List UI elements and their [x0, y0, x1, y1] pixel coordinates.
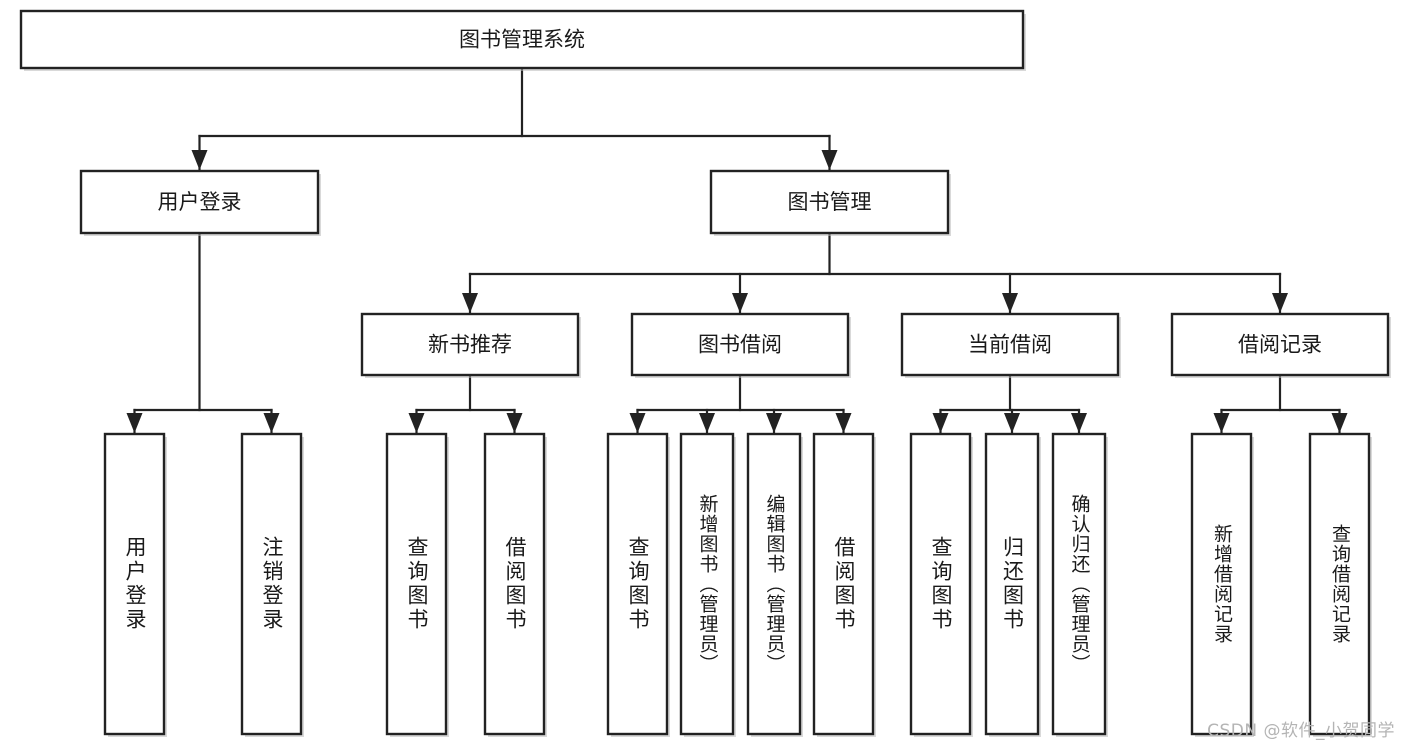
level1-node-0-label: 用户登录: [158, 190, 242, 214]
arrow-head-icon: [699, 413, 715, 433]
level2-node-2-label: 当前借阅: [968, 333, 1052, 357]
arrow-head-icon: [1272, 293, 1288, 313]
level2-node-2[interactable]: [900, 312, 1120, 377]
arrow-head-icon: [1331, 413, 1348, 433]
arrow-head-icon: [1002, 293, 1018, 313]
leaf-node-12[interactable]: [1308, 432, 1371, 736]
arrow-head-icon: [126, 413, 143, 433]
level2-node-1-label: 图书借阅: [698, 333, 782, 357]
leaf-node-2[interactable]: [385, 432, 448, 736]
leaf-node-1[interactable]: [240, 432, 303, 736]
level2-node-0[interactable]: [360, 312, 580, 377]
arrow-head-icon: [629, 413, 646, 433]
leaf-node-10[interactable]: [1051, 432, 1107, 736]
leaf-node-7[interactable]: [812, 432, 875, 736]
arrow-head-icon: [1071, 413, 1087, 433]
leaf-node-11[interactable]: [1190, 432, 1253, 736]
level2-node-1[interactable]: [630, 312, 850, 377]
level2-node-3-label: 借阅记录: [1238, 333, 1322, 357]
level1-node-0[interactable]: [79, 169, 320, 235]
arrow-head-icon: [835, 413, 852, 433]
leaf-node-5[interactable]: [679, 432, 735, 736]
level1-node-1-label: 图书管理: [788, 190, 872, 214]
level2-node-0-label: 新书推荐: [428, 333, 512, 357]
root-node-label: 图书管理系统: [459, 28, 585, 52]
arrow-head-icon: [408, 413, 425, 433]
root-node[interactable]: [19, 9, 1025, 70]
leaf-node-0[interactable]: [103, 432, 166, 736]
arrow-head-icon: [191, 150, 208, 170]
arrow-head-icon: [506, 413, 523, 433]
arrow-head-icon: [1004, 413, 1020, 433]
leaf-node-9[interactable]: [984, 432, 1040, 736]
leaf-node-4[interactable]: [606, 432, 669, 736]
arrow-head-icon: [766, 413, 782, 433]
leaf-node-8[interactable]: [909, 432, 972, 736]
arrow-head-icon: [263, 413, 280, 433]
level2-node-3[interactable]: [1170, 312, 1390, 377]
arrow-head-icon: [462, 293, 478, 313]
arrow-head-icon: [1213, 413, 1230, 433]
watermark-text: CSDN @软件_小贺同学: [1207, 721, 1395, 741]
connector-layer: [126, 66, 1348, 434]
level1-node-1[interactable]: [709, 169, 950, 235]
leaf-node-6[interactable]: [746, 432, 802, 736]
arrow-head-icon: [732, 293, 748, 313]
arrow-head-icon: [932, 413, 949, 433]
arrow-head-icon: [821, 150, 838, 170]
leaf-node-3[interactable]: [483, 432, 546, 736]
node-box-layer: [19, 9, 1391, 737]
